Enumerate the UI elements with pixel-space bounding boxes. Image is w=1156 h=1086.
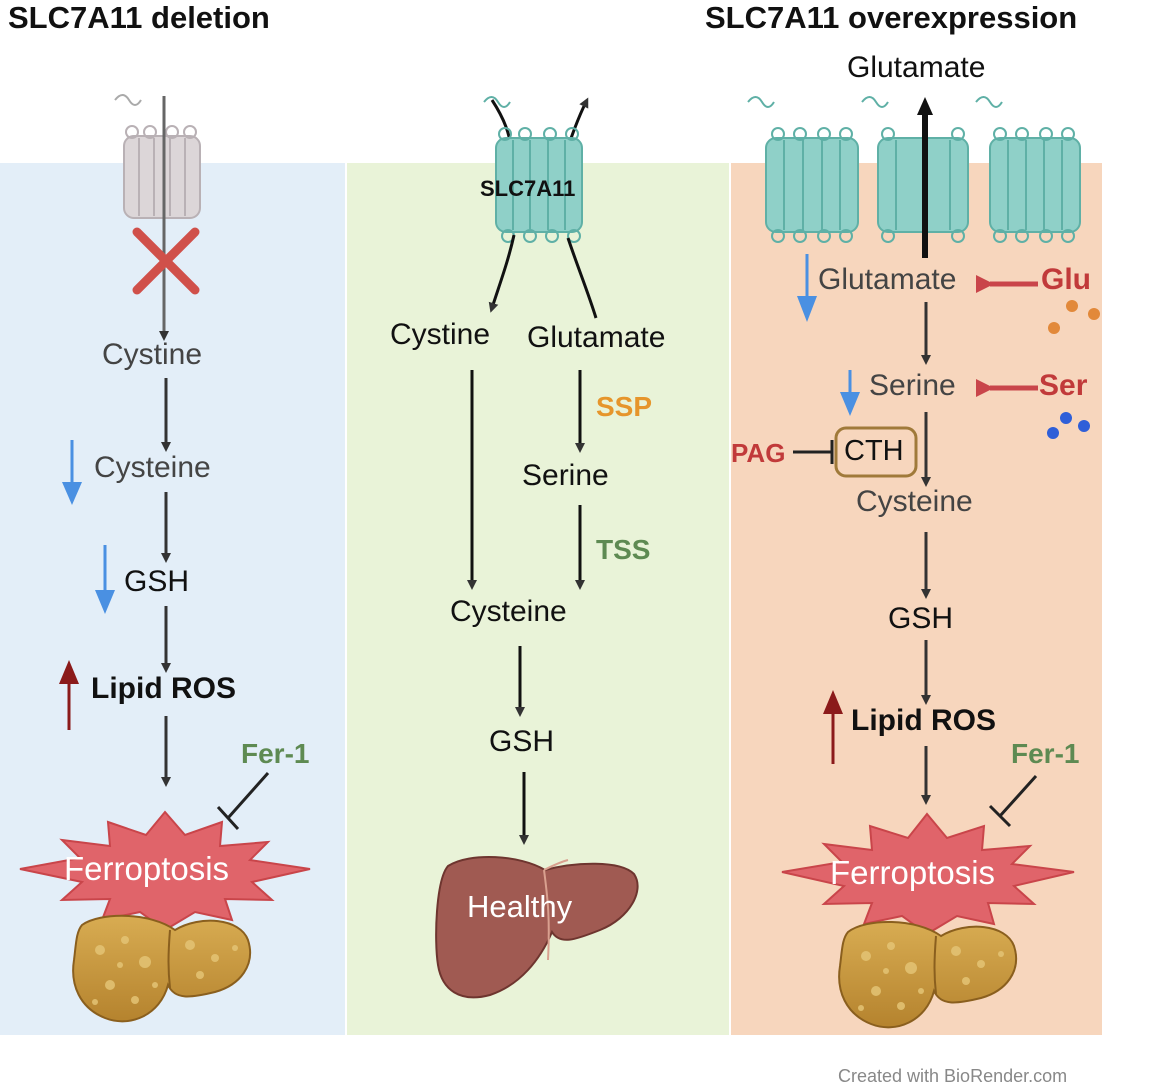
middle-cystine-label: Cystine	[390, 318, 491, 351]
right-serine-label: Serine	[869, 369, 956, 402]
ser-label: Ser	[1039, 369, 1088, 402]
inhibitor-icon	[793, 440, 834, 464]
slc7a11-label: SLC7A11	[480, 176, 576, 201]
right-ferroptosis-label: Ferroptosis	[830, 854, 996, 891]
right-glutamate-label: Glutamate	[818, 263, 957, 296]
cth-enzyme-box	[834, 426, 918, 478]
ssp-label: SSP	[596, 391, 653, 422]
cystine-entry-arrow	[488, 234, 516, 313]
glu-label: Glu	[1041, 263, 1091, 296]
healthy-liver-icon	[435, 855, 639, 999]
right-glutamate-out-label: Glutamate	[847, 51, 986, 84]
inhibitor-icon	[216, 772, 270, 831]
biorender-credit: Created with BioRender.com	[838, 1066, 1068, 1086]
down-arrow-icon	[840, 370, 860, 416]
left-gsh-label: GSH	[124, 565, 190, 598]
up-arrow-icon	[823, 690, 843, 764]
down-arrow-icon	[62, 440, 82, 505]
slc7a11-transporter-icon	[861, 96, 969, 243]
glutamate-molecules-icon	[1048, 300, 1100, 334]
up-arrow-icon	[59, 660, 79, 730]
left-lipid-ros-label: Lipid ROS	[91, 672, 236, 705]
deleted-transporter-icon	[114, 94, 201, 219]
middle-gsh-label: GSH	[489, 725, 555, 758]
cth-label: CTH	[844, 435, 904, 467]
right-fer1-label: Fer-1	[1011, 738, 1080, 769]
middle-glutamate-label: Glutamate	[527, 321, 666, 354]
tss-label: TSS	[596, 534, 651, 565]
slc7a11-transporter-icon	[975, 96, 1081, 243]
inhibitor-icon	[988, 774, 1038, 828]
healthy-label: Healthy	[467, 889, 573, 924]
left-cystine-label: Cystine	[102, 338, 203, 371]
down-arrow-icon	[95, 545, 115, 614]
left-fer1-label: Fer-1	[241, 738, 310, 769]
fatty-liver-icon	[838, 920, 1017, 1029]
cross-icon	[132, 227, 200, 295]
serine-molecules-icon	[1047, 412, 1090, 439]
right-gsh-label: GSH	[888, 602, 954, 635]
pag-label: PAG	[731, 438, 786, 468]
right-cysteine-label: Cysteine	[856, 485, 973, 518]
right-lipid-ros-label: Lipid ROS	[851, 704, 996, 737]
left-cysteine-label: Cysteine	[94, 451, 211, 484]
slc7a11-transporter-icon	[747, 96, 859, 243]
middle-serine-label: Serine	[522, 459, 609, 492]
glutamate-exit-line	[566, 237, 598, 319]
right-panel-title: SLC7A11 overexpression	[705, 0, 1078, 35]
fatty-liver-icon	[72, 914, 251, 1023]
slc7a11-transporter-icon	[483, 96, 583, 243]
middle-cysteine-label: Cysteine	[450, 595, 567, 628]
left-ferroptosis-label: Ferroptosis	[64, 850, 230, 887]
down-arrow-icon	[797, 254, 817, 322]
left-panel-title: SLC7A11 deletion	[8, 0, 270, 35]
